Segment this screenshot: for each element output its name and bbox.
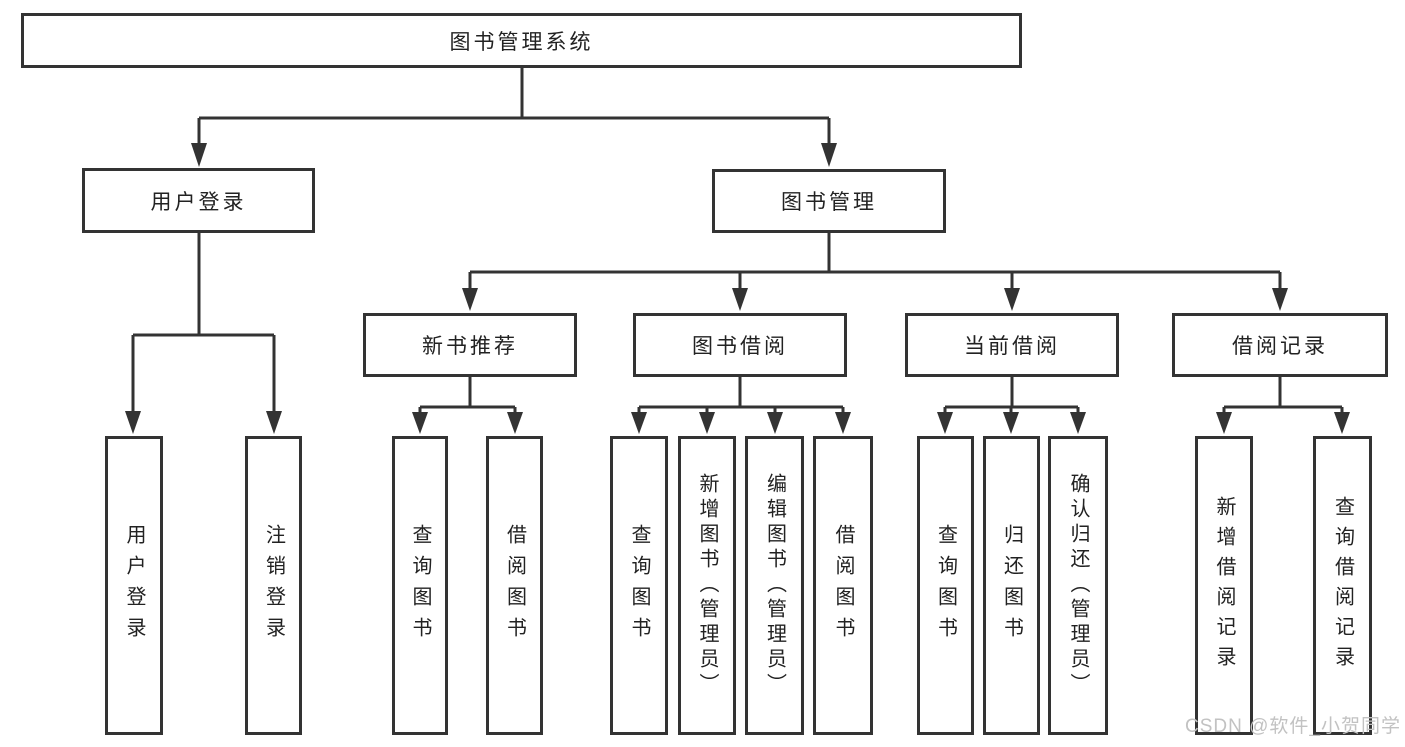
arrowhead-icon [1004, 288, 1020, 311]
node-book-borrowing: 图书借阅 [633, 313, 847, 377]
leaf-return-book: 归还图书 [983, 436, 1040, 735]
leaf-add-book-admin-label: 新增图书（管理员） [696, 473, 718, 698]
leaf-confirm-return-admin-label: 确认归还（管理员） [1067, 473, 1089, 698]
arrowhead-icon [1272, 288, 1288, 311]
arrowhead-icon [1070, 412, 1086, 434]
node-book-management: 图书管理 [712, 169, 946, 233]
node-current-borrowing: 当前借阅 [905, 313, 1119, 377]
node-book-management-label: 图书管理 [781, 191, 877, 214]
leaf-edit-book-admin-label: 编辑图书（管理员） [763, 473, 786, 698]
leaf-logout: 注销登录 [245, 436, 302, 735]
node-new-book-recommend-label: 新书推荐 [422, 335, 518, 358]
node-borrowing-records: 借阅记录 [1172, 313, 1388, 377]
arrowhead-icon [937, 412, 953, 434]
arrowhead-icon [1003, 412, 1019, 434]
leaf-add-book-admin: 新增图书（管理员） [678, 436, 736, 735]
arrowhead-icon [767, 412, 783, 434]
leaf-current-query-book: 查询图书 [917, 436, 974, 735]
node-user-login-label: 用户登录 [150, 190, 247, 214]
arrowhead-icon [835, 412, 851, 434]
arrowhead-icon [507, 412, 523, 434]
node-root-system: 图书管理系统 [21, 13, 1022, 68]
node-current-borrowing-label: 当前借阅 [964, 335, 1060, 358]
arrowhead-icon [191, 143, 207, 167]
arrowhead-icon [412, 412, 428, 434]
leaf-return-book-label: 归还图书 [1000, 523, 1023, 648]
leaf-recommend-query-book: 查询图书 [392, 436, 448, 735]
leaf-recommend-query-book-label: 查询图书 [409, 523, 431, 648]
leaf-edit-book-admin: 编辑图书（管理员） [745, 436, 804, 735]
arrowhead-icon [699, 412, 715, 434]
arrowhead-icon [125, 411, 141, 434]
node-new-book-recommend: 新书推荐 [363, 313, 577, 377]
arrowhead-icon [631, 412, 647, 434]
connector-line [131, 68, 1344, 414]
leaf-confirm-return-admin: 确认归还（管理员） [1048, 436, 1108, 735]
leaf-current-query-book-label: 查询图书 [934, 523, 957, 648]
leaf-logout-label: 注销登录 [262, 523, 285, 648]
leaf-add-borrow-record: 新增借阅记录 [1195, 436, 1253, 735]
leaf-user-login-label: 用户登录 [123, 523, 145, 648]
node-book-borrowing-label: 图书借阅 [692, 335, 788, 358]
leaf-query-borrow-record-label: 查询借阅记录 [1331, 495, 1354, 676]
node-borrowing-records-label: 借阅记录 [1232, 335, 1328, 358]
node-root-label: 图书管理系统 [449, 30, 594, 54]
connector-arrowheads [125, 143, 1350, 434]
leaf-recommend-borrow-book: 借阅图书 [486, 436, 543, 735]
leaf-user-login: 用户登录 [105, 436, 163, 735]
arrowhead-icon [1334, 412, 1350, 434]
leaf-borrowing-query-book: 查询图书 [610, 436, 668, 735]
arrowhead-icon [1216, 412, 1232, 434]
leaf-query-borrow-record: 查询借阅记录 [1313, 436, 1372, 735]
arrowhead-icon [266, 411, 282, 434]
arrowhead-icon [462, 288, 478, 311]
arrowhead-icon [821, 143, 837, 167]
leaf-borrowing-borrow-book: 借阅图书 [813, 436, 873, 735]
leaf-recommend-borrow-book-label: 借阅图书 [503, 523, 526, 648]
leaf-borrowing-borrow-book-label: 借阅图书 [832, 523, 854, 648]
leaf-borrowing-query-book-label: 查询图书 [628, 523, 650, 648]
node-user-login: 用户登录 [82, 168, 315, 233]
leaf-add-borrow-record-label: 新增借阅记录 [1213, 495, 1235, 676]
csdn-watermark: CSDN @软件_小贺同学 [1185, 716, 1401, 737]
arrowhead-icon [732, 288, 748, 311]
